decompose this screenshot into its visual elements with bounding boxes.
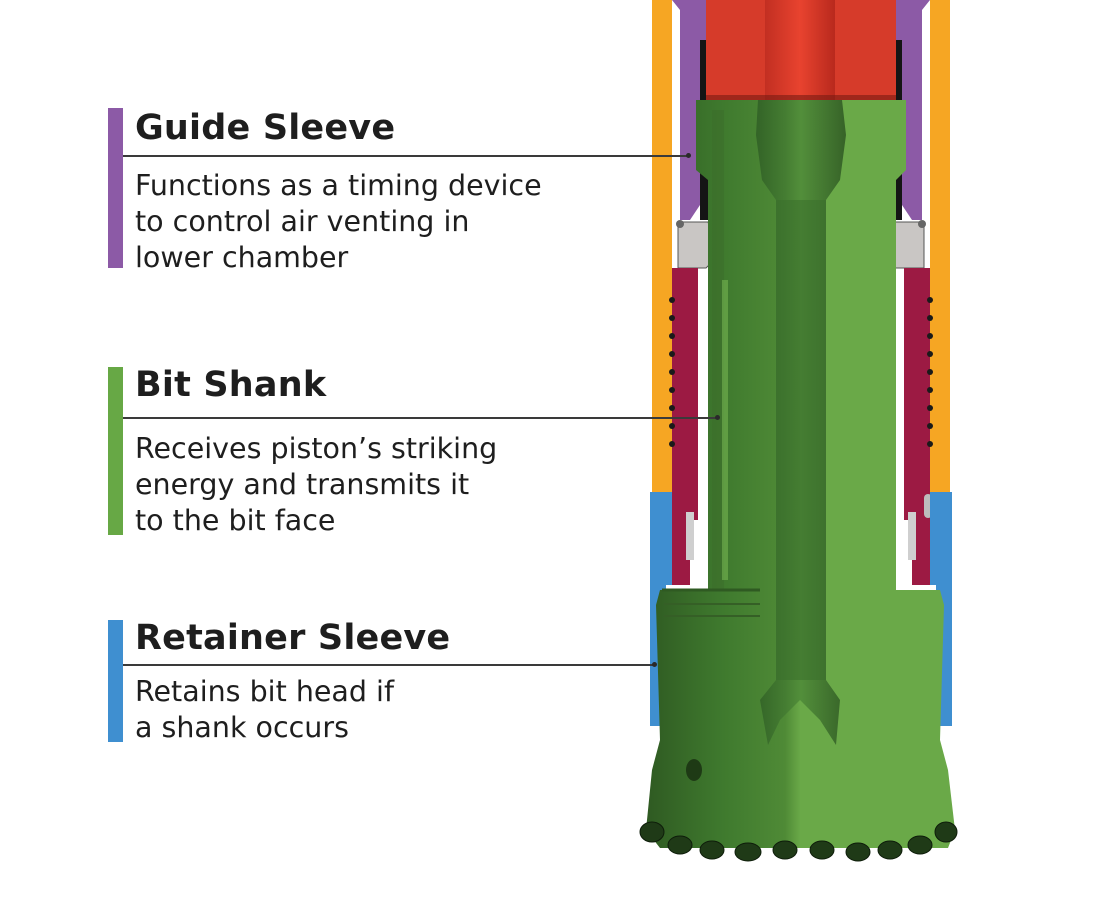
leader-endpoint: [652, 662, 657, 667]
leader-line-guide-sleeve: [123, 153, 691, 158]
color-bar-retainer-sleeve: [108, 620, 123, 742]
leader-line-bit-shank: [123, 415, 720, 420]
callout-description-line: to the bit face: [135, 504, 336, 537]
leader-endpoint: [715, 415, 720, 420]
outer-casing: [652, 0, 950, 492]
color-bar-bit-shank: [108, 367, 123, 535]
piston-part: [706, 0, 896, 101]
callout-title: Retainer Sleeve: [135, 618, 451, 658]
bit-shank-part: [639, 100, 958, 862]
callout-description-line: Receives piston’s striking: [135, 432, 498, 465]
callout-description-line: energy and transmits it: [135, 468, 470, 501]
callout-description-line: lower chamber: [135, 241, 349, 274]
callout-title: Bit Shank: [135, 365, 327, 405]
leader-endpoint: [686, 153, 691, 158]
callout-description-line: to control air venting in: [135, 205, 470, 238]
callout-description-line: Functions as a timing device: [135, 169, 542, 202]
color-bar-guide-sleeve: [108, 108, 123, 268]
callout-description-line: Retains bit head if: [135, 675, 394, 708]
callout-title: Guide Sleeve: [135, 108, 396, 148]
leader-line-retainer-sleeve: [123, 662, 657, 667]
chuck-part: [669, 268, 933, 585]
callout-description-line: a shank occurs: [135, 711, 349, 744]
